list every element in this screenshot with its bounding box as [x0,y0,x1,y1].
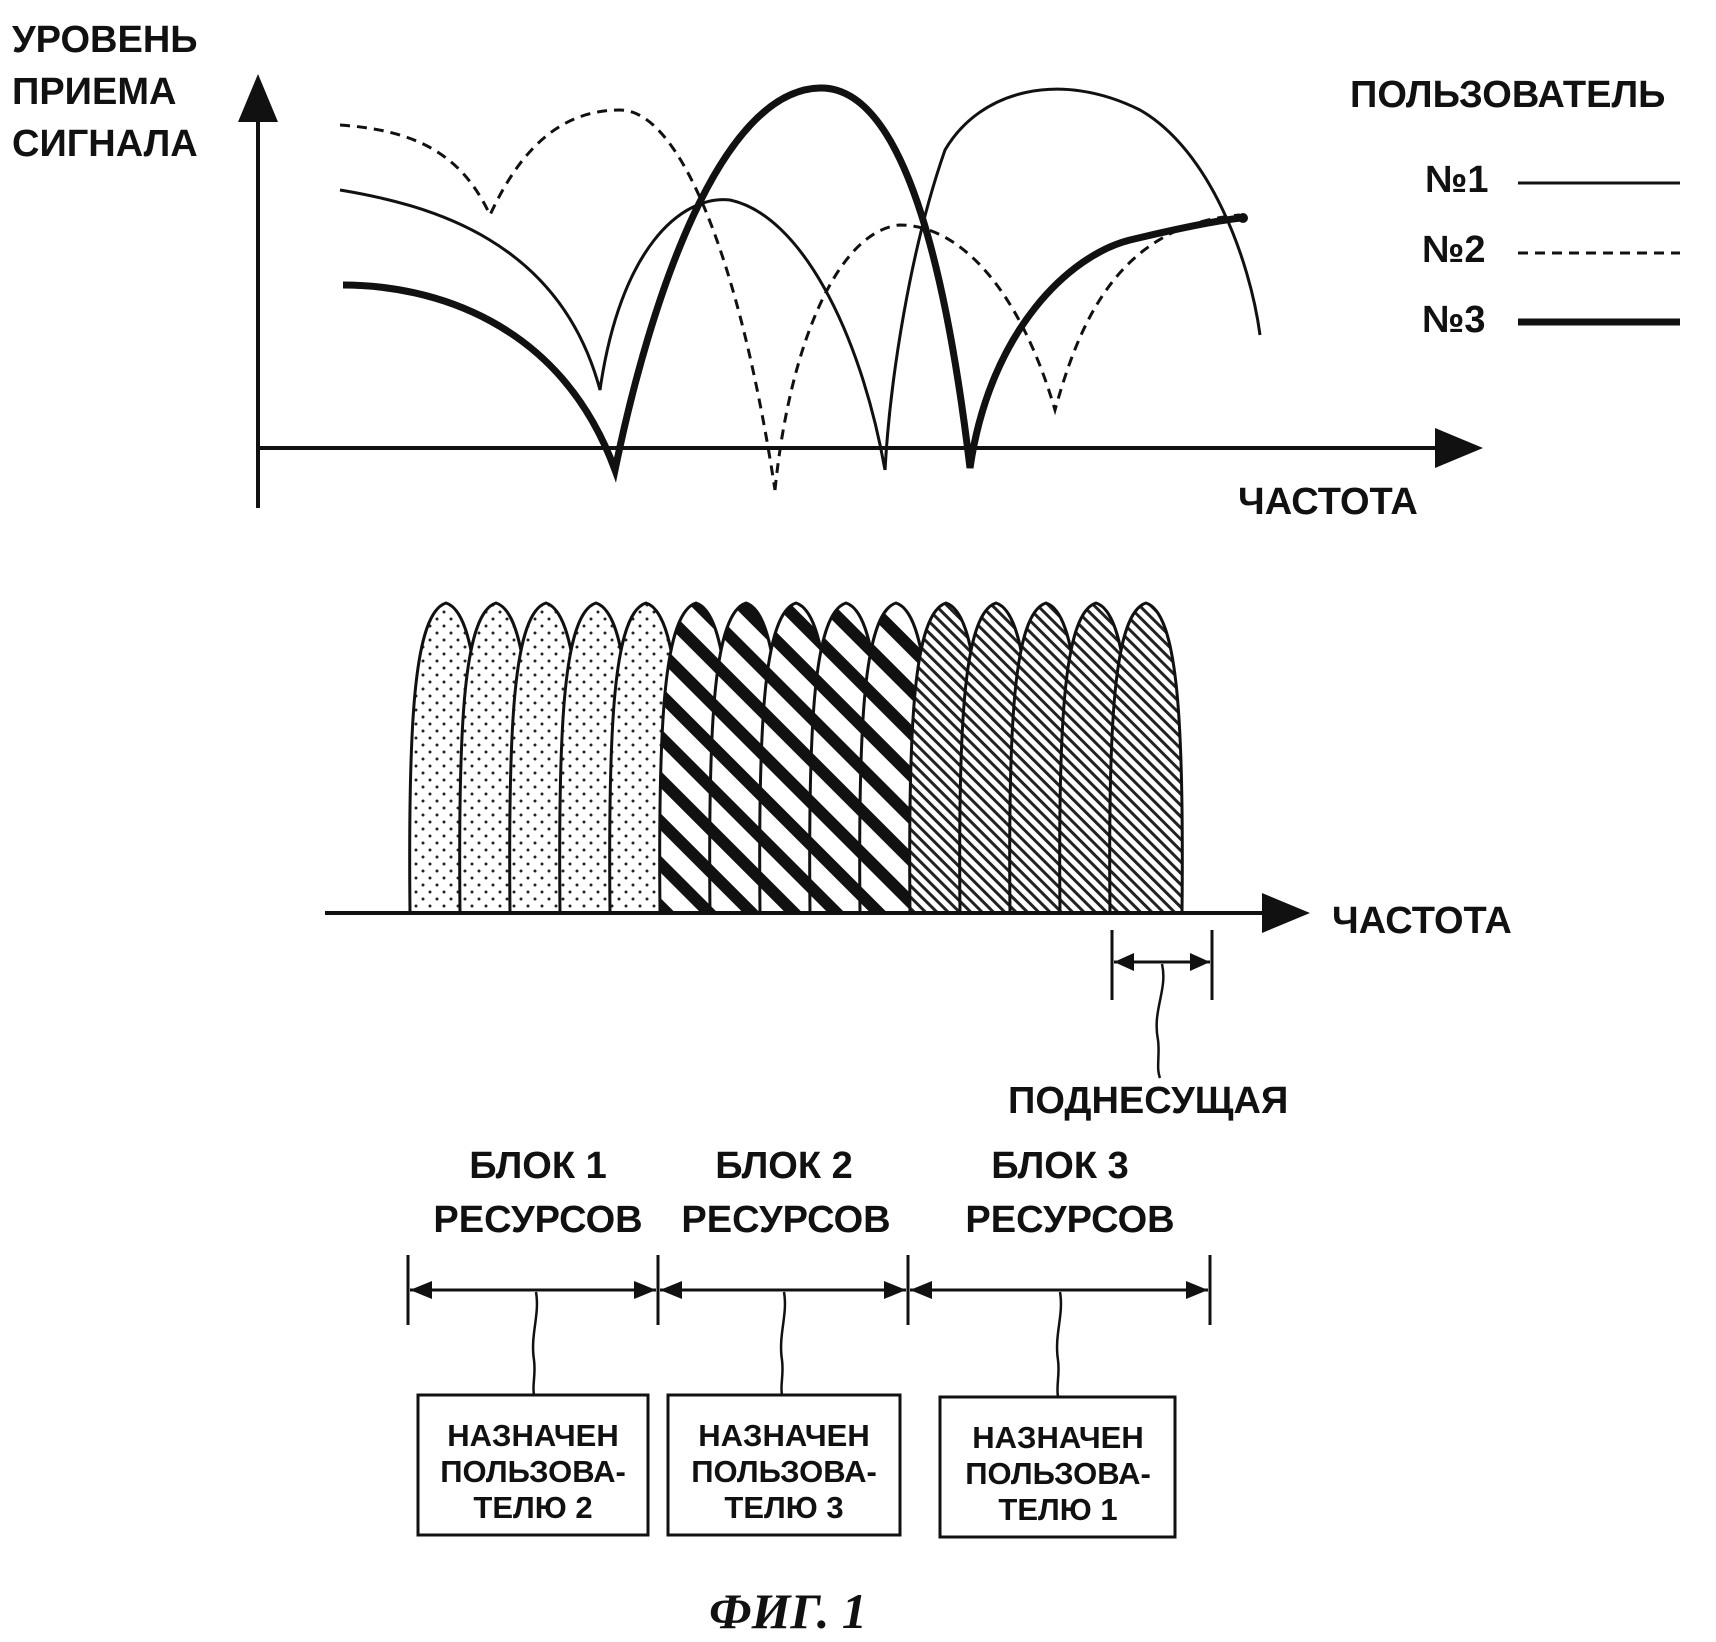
legend-label-user-1: №1 [1425,159,1489,201]
legend-item-user-3: №3 [1422,299,1680,341]
block-2-assignment-line-2: ПОЛЬЗОВА- [691,1454,877,1489]
block-2-title: БЛОК 2 РЕСУРСОВ [681,1145,890,1241]
subcarrier-label: ПОДНЕСУЩАЯ [1008,1080,1288,1122]
block-3-title-line-2: РЕСУРСОВ [965,1199,1174,1241]
block-2-leader-line [779,1291,787,1396]
block-1-assignment-line-1: НАЗНАЧЕН [447,1418,618,1453]
signal-level-chart: УРОВЕНЬ ПРИЕМА СИГНАЛА ЧАСТОТА ПОЛЬЗОВАТ… [12,19,1680,523]
user-2-curve [339,108,1241,491]
user-3-curve [342,84,1243,483]
block-3-assignment-line-1: НАЗНАЧЕН [972,1420,1143,1455]
legend-title: ПОЛЬЗОВАТЕЛЬ [1350,74,1665,116]
subcarrier-spacing-indicator [1110,930,1214,1079]
block-2-title-line-1: БЛОК 2 [715,1145,852,1187]
figure-caption: ФИГ. 1 [709,1583,867,1639]
subcarrier-arrowhead-left [1114,953,1134,971]
block-3-title: БЛОК 3 РЕСУРСОВ [965,1145,1174,1241]
block-3-assignment-line-3: ТЕЛЮ 1 [998,1492,1117,1527]
block-1-assignment-box: НАЗНАЧЕН ПОЛЬЗОВА- ТЕЛЮ 2 [416,1393,650,1537]
block-3-leader-line [1055,1291,1063,1398]
block-3-span-arrow [910,1281,1208,1299]
block-3-assignment-line-2: ПОЛЬЗОВА- [965,1456,1151,1491]
block-1-assignment-line-2: ПОЛЬЗОВА- [440,1454,626,1489]
y-axis-label-line-1: УРОВЕНЬ [12,19,198,61]
legend: ПОЛЬЗОВАТЕЛЬ №1 №2 №3 [1350,74,1680,341]
block-span-arrows [406,1255,1212,1325]
block-1-leader-line [531,1291,539,1396]
block-2-assignment-line-3: ТЕЛЮ 3 [724,1490,843,1525]
subcarrier-leader-line [1155,963,1165,1079]
block-1-title: БЛОК 1 РЕСУРСОВ [433,1145,642,1241]
y-axis-label: УРОВЕНЬ ПРИЕМА СИГНАЛА [12,19,198,165]
block-1-title-line-1: БЛОК 1 [469,1145,606,1187]
spectrum-x-axis-label: ЧАСТОТА [1332,900,1512,942]
subcarrier-group [408,601,1184,915]
block-2-assignment-line-1: НАЗНАЧЕН [698,1418,869,1453]
subcarrier-spectrum: ЧАСТОТА ПОДНЕСУЩАЯ [325,601,1512,1122]
user-3-curve-end-dot [1238,213,1248,223]
block-2-assignment-box: НАЗНАЧЕН ПОЛЬЗОВА- ТЕЛЮ 3 [666,1393,902,1537]
legend-label-user-3: №3 [1422,299,1486,341]
x-axis-label: ЧАСТОТА [1238,481,1418,523]
legend-item-user-1: №1 [1425,159,1680,201]
legend-item-user-2: №2 [1422,229,1680,271]
y-axis-label-line-2: ПРИЕМА [12,71,176,113]
subcarrier-arrowhead-right [1190,953,1210,971]
y-axis-label-line-3: СИГНАЛА [12,123,198,165]
block-3-title-line-1: БЛОК 3 [991,1145,1128,1187]
subcarrier-lobe [1108,601,1184,915]
resource-blocks: БЛОК 1 РЕСУРСОВ БЛОК 2 РЕСУРСОВ БЛОК 3 Р… [406,1145,1212,1539]
block-3-assignment-box: НАЗНАЧЕН ПОЛЬЗОВА- ТЕЛЮ 1 [938,1395,1177,1539]
block-2-span-arrow [660,1281,906,1299]
block-2-title-line-2: РЕСУРСОВ [681,1199,890,1241]
block-1-span-arrow [410,1281,656,1299]
block-1-assignment-line-3: ТЕЛЮ 2 [473,1490,592,1525]
user-1-curve [339,87,1262,471]
block-1-title-line-2: РЕСУРСОВ [433,1199,642,1241]
legend-label-user-2: №2 [1422,229,1486,271]
